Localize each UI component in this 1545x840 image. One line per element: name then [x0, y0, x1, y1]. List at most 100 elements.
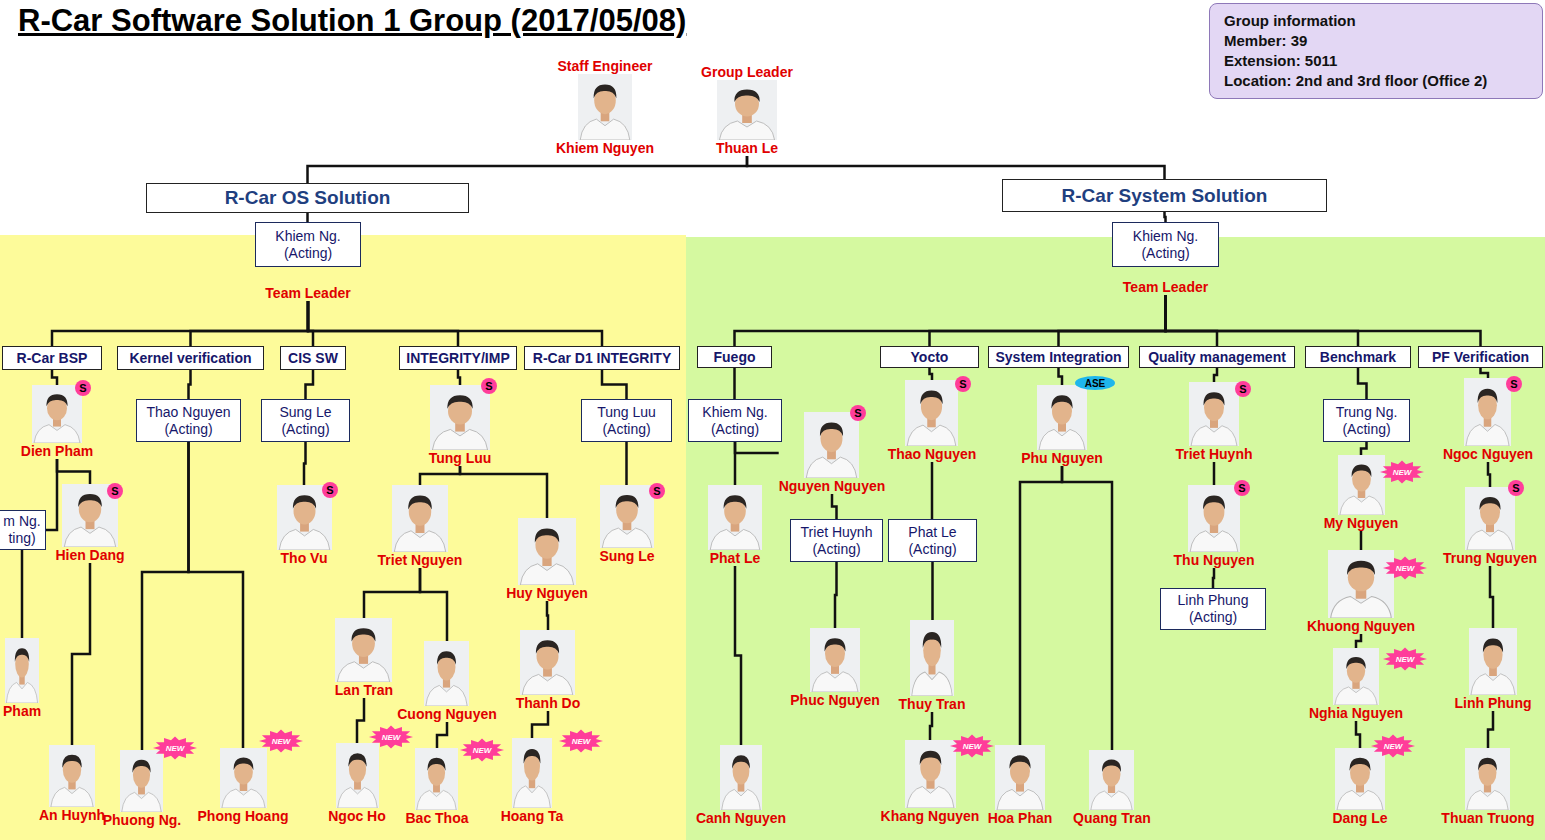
person-card: Phuc Nguyen — [790, 628, 879, 708]
photo-shirt — [1039, 429, 1085, 450]
person-card: Lan Tran — [335, 618, 393, 698]
photo-shirt — [602, 528, 652, 548]
person-card: Cuong Nguyen — [397, 641, 497, 722]
person-card: Canh Nguyen — [696, 745, 786, 826]
badge-text: NEW — [1393, 468, 1412, 477]
starburst-shape — [259, 730, 303, 753]
starburst-shape — [1383, 557, 1427, 580]
photo-shirt — [812, 672, 858, 692]
connector-line — [308, 301, 458, 346]
system-band — [686, 237, 1545, 840]
photo-ground — [1089, 750, 1134, 810]
person-card: Thao Nguyen — [888, 380, 977, 462]
photo-shirt — [1466, 424, 1509, 446]
connector-line — [1165, 212, 1166, 222]
team-header-box: CIS SW — [280, 346, 346, 370]
person-card: Linh Phung — [1455, 628, 1532, 711]
portrait-photo — [392, 485, 448, 552]
connector-line — [1356, 721, 1360, 748]
photo-ground — [910, 620, 954, 696]
photo-hair — [233, 758, 253, 771]
new-badge: NEW — [258, 729, 304, 753]
photo-shirt — [337, 787, 377, 808]
photo-shirt — [417, 790, 457, 810]
photo-hair — [919, 751, 940, 765]
badge-text: NEW — [382, 733, 401, 742]
portrait-photo — [336, 743, 379, 808]
person-name: Phong Hoang — [198, 808, 289, 824]
person-card: Quang Tran — [1073, 750, 1151, 826]
connector-line — [747, 156, 1165, 179]
photo-shirt — [807, 457, 858, 478]
photo-shirt — [1339, 496, 1382, 515]
photo-shirt — [997, 789, 1043, 810]
photo-ground — [720, 745, 762, 810]
person-card: Sung Le — [599, 485, 654, 564]
photo-hair — [78, 494, 102, 507]
photo-shirt — [1471, 674, 1515, 695]
starburst-shape — [1383, 648, 1427, 671]
photo-shirt — [432, 429, 487, 450]
photo-hair — [1051, 395, 1072, 409]
starburst-shape — [950, 735, 994, 758]
box-text: Thao Nguyen (Acting) — [140, 404, 237, 438]
photo-ground — [1333, 648, 1379, 705]
person-card: Triet Nguyen — [378, 485, 463, 568]
photo-ground — [578, 74, 632, 140]
box-text: Khiem Ng. (Acting) — [692, 404, 778, 438]
box-text: Extension: 5011 — [1224, 51, 1528, 71]
photo-ground — [512, 738, 552, 808]
photo-hair — [62, 755, 81, 768]
status-badge: S — [1506, 376, 1522, 392]
team-leader-box: Khiem Ng. (Acting)Team Leader — [255, 222, 361, 301]
connector-line — [304, 442, 306, 485]
portrait-photo — [5, 638, 39, 703]
person-card: Bac Thoa — [405, 748, 468, 826]
connector-line — [1166, 295, 1218, 346]
connector-line — [931, 562, 934, 620]
box-text: PF Verification — [1432, 349, 1529, 365]
person-name: Dien Pham — [21, 443, 93, 459]
photo-shirt — [221, 789, 264, 808]
person-card: Dien Pham — [21, 385, 93, 459]
portrait-photo — [430, 385, 490, 450]
photo-ground — [5, 638, 39, 703]
photo-ground — [1189, 382, 1239, 446]
portrait-photo — [1469, 628, 1517, 695]
connector-line — [460, 466, 547, 518]
team-header-box: Quality management — [1139, 346, 1295, 368]
portrait-photo — [810, 628, 860, 692]
box-text: m Ng. ting) — [2, 513, 42, 547]
person-name: Phat Le — [710, 550, 761, 566]
person-card: Trung Nguyen — [1443, 487, 1537, 566]
photo-ground — [804, 412, 859, 478]
connector-line — [1490, 566, 1493, 628]
person-card: Nguyen Nguyen — [779, 412, 886, 494]
connector-line — [1062, 466, 1112, 750]
person-card: Thanh Do — [516, 630, 581, 711]
connector-line — [420, 568, 447, 641]
team-header-box: System Integration — [988, 346, 1129, 368]
photo-ground — [1037, 385, 1087, 450]
person-name: My Nguyen — [1324, 515, 1399, 531]
connector-line — [735, 295, 1166, 346]
connector-line — [308, 301, 602, 346]
acting-leader-box: m Ng. ting) — [0, 510, 46, 550]
person-card: Ngoc Nguyen — [1443, 378, 1533, 462]
person-name: Hoang Ta — [501, 808, 564, 824]
connector-line — [602, 370, 627, 399]
box-text: Benchmark — [1320, 349, 1396, 365]
person-name: Tung Luu — [429, 450, 492, 466]
acting-leader-box: Linh Phung (Acting) — [1160, 588, 1266, 630]
photo-shirt — [722, 789, 761, 810]
box-text: Linh Phung (Acting) — [1164, 592, 1262, 626]
role-title: Group Leader — [701, 64, 793, 80]
photo-shirt — [426, 685, 467, 706]
acting-leader-box: Triet Huynh (Acting) — [790, 519, 883, 562]
box-text: Fuego — [714, 349, 756, 365]
photo-hair — [1351, 465, 1371, 478]
solution-box: R-Car System Solution — [1002, 179, 1327, 212]
connector-line — [1059, 295, 1166, 346]
new-badge: NEW — [1382, 647, 1428, 671]
photo-hair — [820, 422, 843, 436]
